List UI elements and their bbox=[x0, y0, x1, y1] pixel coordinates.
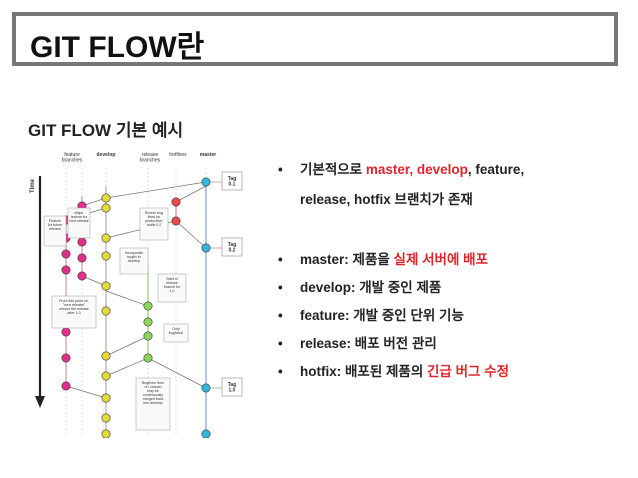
note-box bbox=[67, 207, 91, 239]
bullet-item: • feature: 개발 중인 단위 기능 bbox=[278, 306, 464, 326]
commit-node bbox=[101, 371, 111, 381]
bullet-dot: • bbox=[278, 252, 283, 267]
note-box bbox=[51, 295, 97, 329]
merge-connector bbox=[105, 335, 149, 357]
commit-node bbox=[61, 327, 71, 337]
bullet-item: • master: 제품을 실제 서버에 배포 bbox=[278, 250, 488, 270]
commit-node bbox=[101, 281, 111, 291]
bullet-text: hotfix: 배포된 제품의 bbox=[300, 364, 428, 379]
time-label: Time bbox=[30, 178, 36, 193]
time-arrowhead bbox=[35, 396, 45, 408]
bullet-text: release, hotfix 브랜치가 존재 bbox=[300, 192, 473, 207]
bullet-text: feature: 개발 중인 단위 기능 bbox=[300, 308, 464, 323]
bullet-item: • hotfix: 배포된 제품의 긴급 버그 수정 bbox=[278, 362, 509, 382]
tag-box bbox=[221, 377, 243, 397]
note-box bbox=[163, 323, 189, 343]
note-box bbox=[119, 247, 149, 275]
commit-node bbox=[101, 233, 111, 243]
commit-node bbox=[143, 317, 153, 327]
bullet-text: 기본적으로 bbox=[300, 162, 366, 177]
tag-box bbox=[221, 237, 243, 257]
merge-connector bbox=[105, 290, 149, 307]
bullet-text: develop: 개발 중인 제품 bbox=[300, 280, 442, 295]
bullet-dot: • bbox=[278, 308, 283, 323]
commit-node bbox=[171, 216, 181, 226]
bullet-item: • 기본적으로 master, develop, feature, bbox=[278, 160, 524, 180]
column-header: master bbox=[200, 152, 216, 158]
bullet-text: master: 제품을 bbox=[300, 252, 394, 267]
commit-node bbox=[101, 429, 111, 438]
highlight-text: 긴급 버그 수정 bbox=[427, 364, 510, 379]
title-box: GIT FLOW란 bbox=[12, 12, 618, 66]
commit-node bbox=[61, 249, 71, 259]
commit-node bbox=[201, 177, 211, 187]
note-text: From this point on,"next release"means t… bbox=[59, 299, 89, 315]
commit-node bbox=[171, 197, 181, 207]
commit-node bbox=[101, 351, 111, 361]
note-box bbox=[157, 273, 187, 303]
bullet-dot: • bbox=[278, 162, 283, 177]
commit-node bbox=[77, 253, 87, 263]
bullet-dot: • bbox=[278, 336, 283, 351]
merge-connector bbox=[105, 357, 149, 377]
commit-node bbox=[101, 193, 111, 203]
bullet-item: release, hotfix 브랜치가 존재 bbox=[278, 190, 473, 210]
commit-node bbox=[61, 381, 71, 391]
bullet-dot: • bbox=[278, 364, 283, 379]
commit-node bbox=[143, 301, 153, 311]
note-box bbox=[135, 377, 171, 431]
commit-node bbox=[143, 331, 153, 341]
commit-node bbox=[77, 271, 87, 281]
merge-connector bbox=[175, 220, 207, 249]
tag-box bbox=[221, 171, 243, 191]
bullet-dot: • bbox=[278, 280, 283, 295]
merge-connector bbox=[147, 357, 207, 389]
highlight-text: master, develop bbox=[365, 162, 468, 177]
commit-node bbox=[61, 265, 71, 275]
column-header: hotfixes bbox=[169, 152, 187, 158]
commit-node bbox=[201, 243, 211, 253]
commit-node bbox=[101, 306, 111, 316]
commit-node bbox=[201, 429, 211, 438]
commit-node bbox=[61, 353, 71, 363]
commit-node bbox=[201, 383, 211, 393]
merge-connector bbox=[65, 385, 107, 399]
bullet-text: release: 배포 버전 관리 bbox=[300, 336, 437, 351]
note-box bbox=[139, 207, 169, 241]
commit-node bbox=[143, 353, 153, 363]
bullet-item: • develop: 개발 중인 제품 bbox=[278, 278, 441, 298]
subtitle: GIT FLOW 기본 예시 bbox=[28, 121, 184, 140]
commit-node bbox=[101, 393, 111, 403]
page-title: GIT FLOW란 bbox=[30, 31, 205, 64]
commit-node bbox=[101, 251, 111, 261]
commit-node bbox=[101, 413, 111, 423]
note-box bbox=[43, 215, 67, 247]
commit-node bbox=[77, 237, 87, 247]
commit-node bbox=[101, 203, 111, 213]
highlight-text: 실제 서버에 배포 bbox=[393, 252, 488, 267]
bullet-item: • release: 배포 버전 관리 bbox=[278, 334, 437, 354]
bullet-text: , feature, bbox=[467, 162, 525, 177]
merge-connector bbox=[175, 185, 207, 203]
column-header: develop bbox=[97, 152, 116, 158]
merge-connector bbox=[105, 181, 207, 199]
